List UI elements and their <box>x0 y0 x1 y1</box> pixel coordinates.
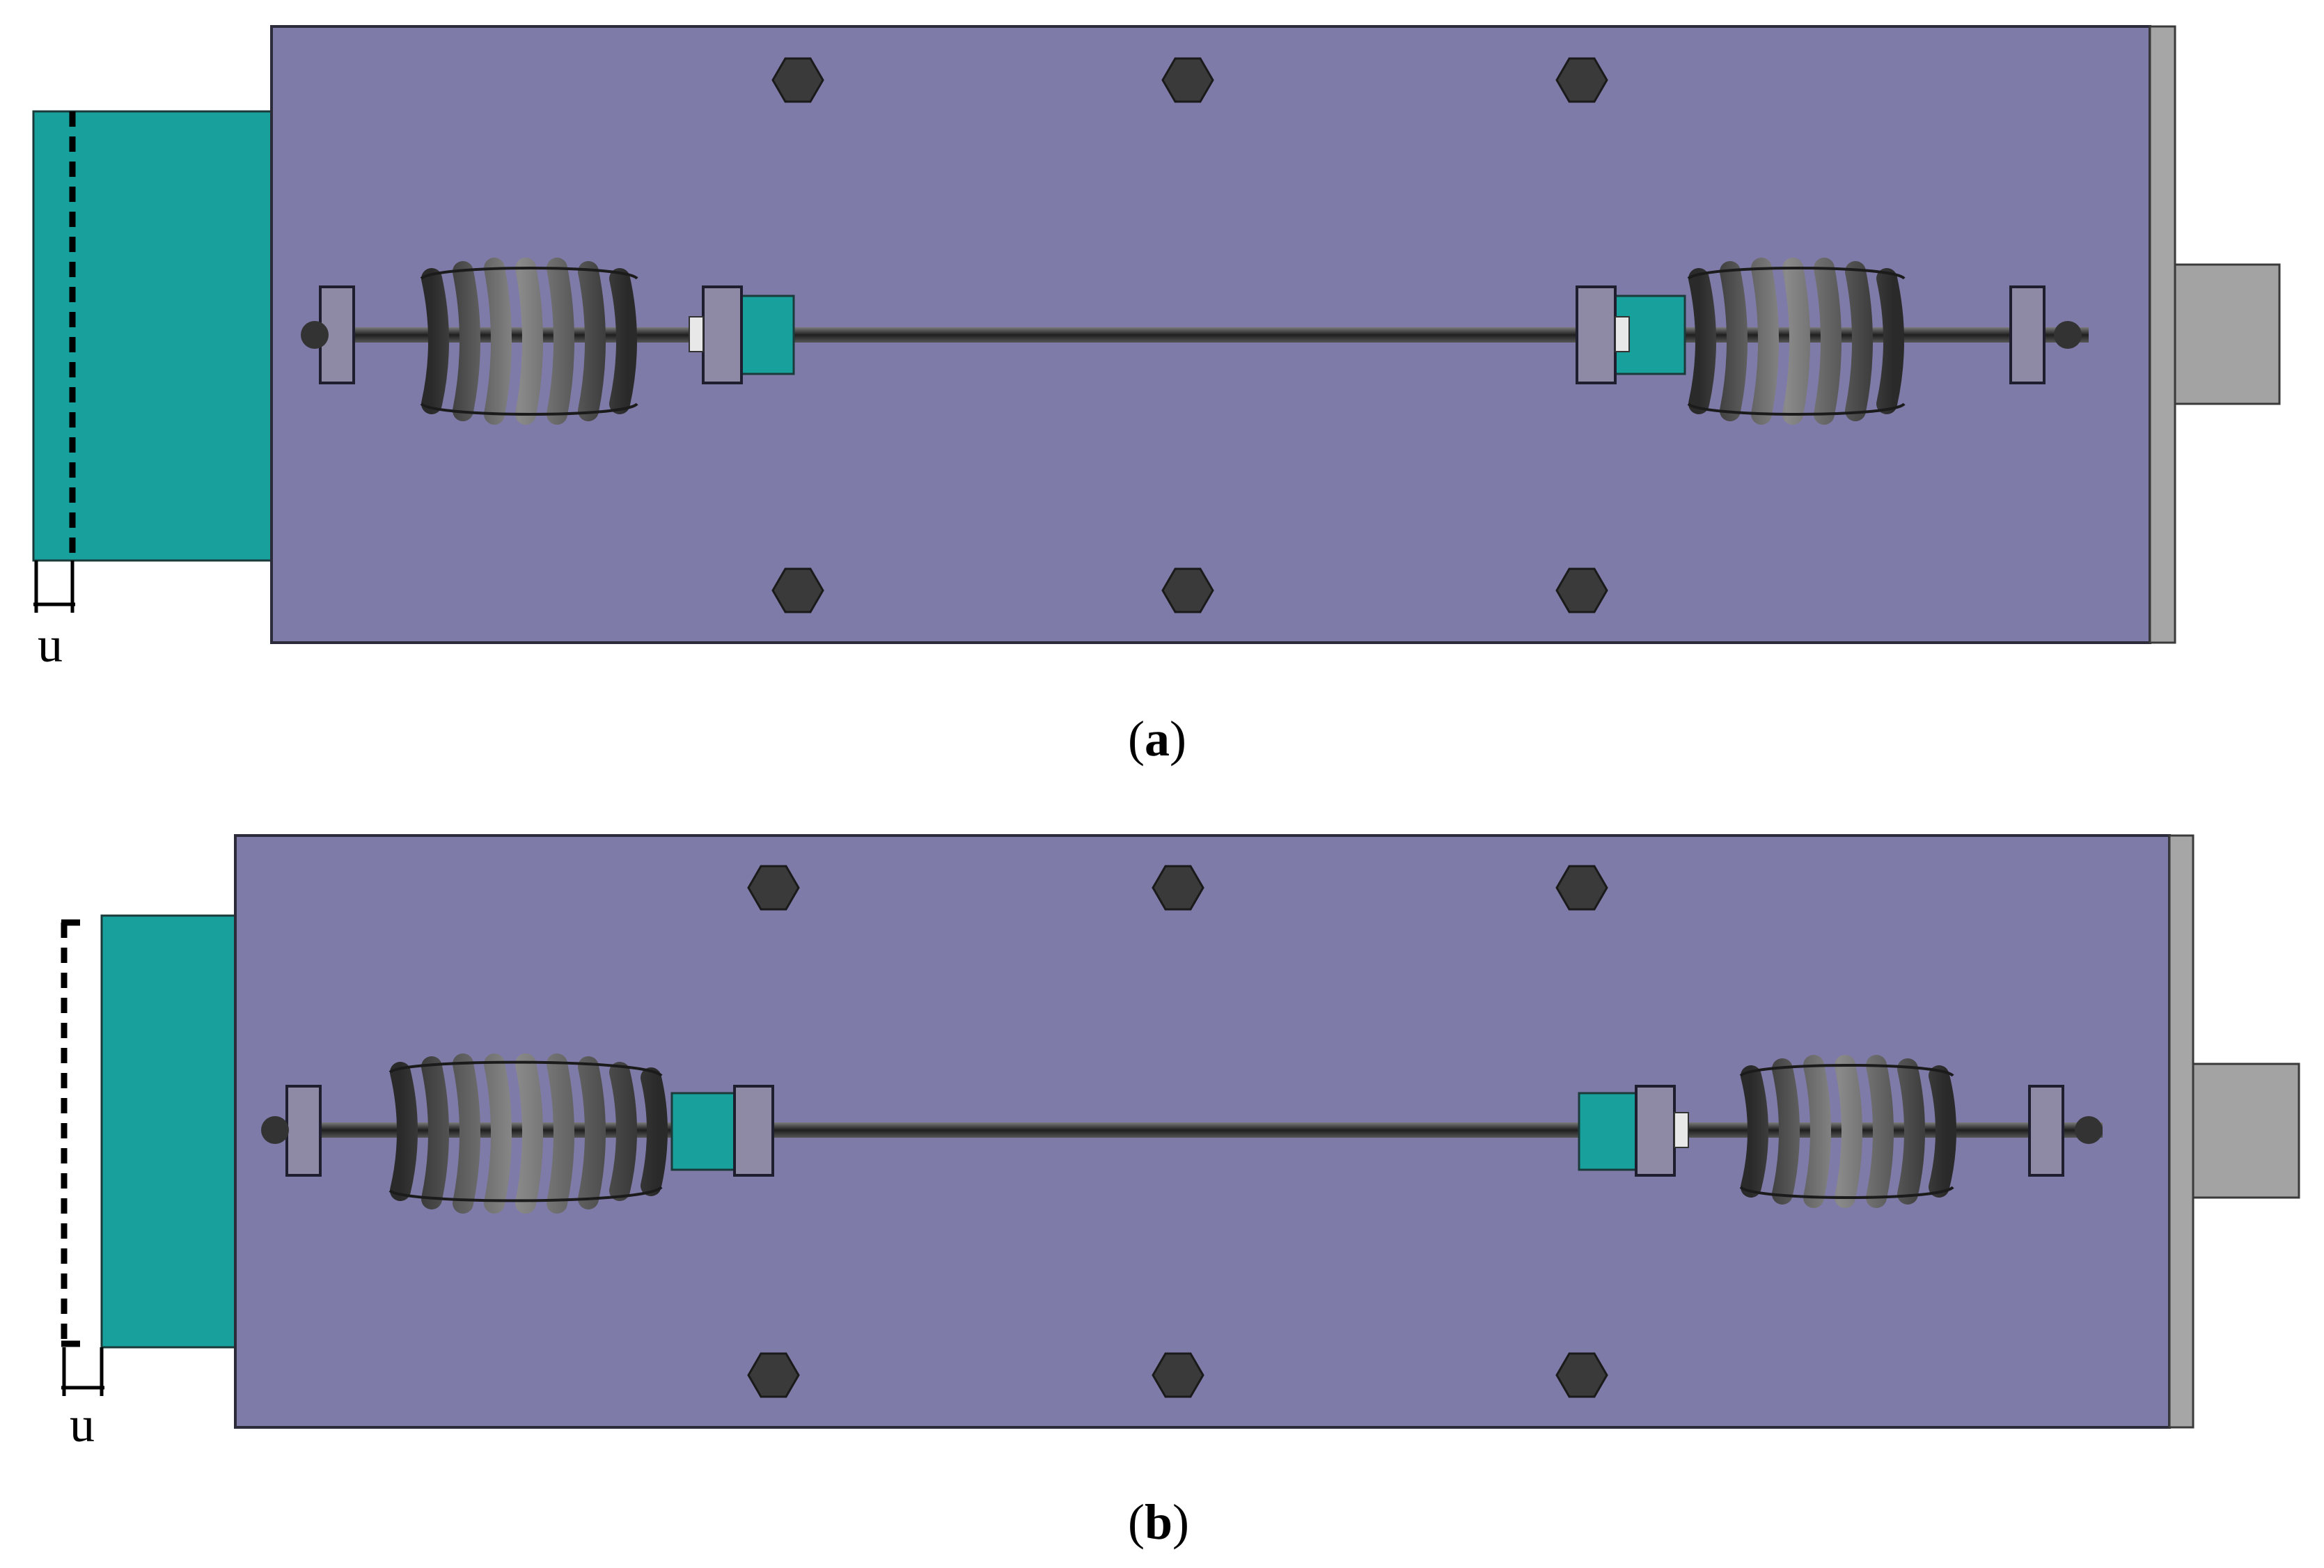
nut-icon <box>1635 1085 1676 1177</box>
hexagon-bolt-icon <box>1161 57 1214 103</box>
hexagon-bolt-icon <box>1152 865 1204 911</box>
bolt-row-top <box>747 865 1608 911</box>
nut-icon <box>2009 285 2046 384</box>
caption-a: (a) <box>1128 711 1186 767</box>
hexagon-bolt-icon <box>747 865 800 911</box>
bolt-row-bottom <box>771 567 1608 613</box>
hexagon-bolt-icon <box>1555 1352 1608 1398</box>
coil-spring-icon <box>421 258 637 425</box>
end-plate <box>2168 834 2195 1429</box>
panel-b <box>61 834 2300 1429</box>
slider-lug <box>670 1092 743 1171</box>
hexagon-bolt-icon <box>1161 567 1214 613</box>
bolt-row-bottom <box>747 1352 1608 1398</box>
caption-letter-b: b <box>1144 1494 1173 1550</box>
hexagon-bolt-icon <box>1555 567 1608 613</box>
reference-dashed-bracket <box>61 919 80 1347</box>
displacement-bracket <box>33 560 75 613</box>
slider-block <box>32 110 275 562</box>
nut-icon <box>2028 1085 2064 1177</box>
nut-icon <box>702 285 743 384</box>
hexagon-bolt-icon <box>1152 1352 1204 1398</box>
hexagon-bolt-icon <box>1555 57 1608 103</box>
nut-icon <box>733 1085 774 1177</box>
coil-spring-icon <box>1688 258 1904 425</box>
coil-spring-icon <box>390 1053 668 1214</box>
displacement-label-b: u <box>70 1397 95 1452</box>
end-block <box>2192 1063 2300 1199</box>
displacement-bracket <box>61 1347 104 1396</box>
nut-icon <box>285 1085 322 1177</box>
slider-block <box>100 914 239 1349</box>
hexagon-bolt-icon <box>747 1352 800 1398</box>
displacement-label-a: u <box>38 617 63 673</box>
end-block <box>2174 263 2281 405</box>
caption-b: (b) <box>1128 1494 1190 1550</box>
bolt-row-top <box>771 57 1608 103</box>
hexagon-bolt-icon <box>1555 865 1608 911</box>
hexagon-bolt-icon <box>771 567 824 613</box>
coil-spring-icon <box>1741 1055 1956 1208</box>
nut-icon <box>1576 285 1617 384</box>
end-plate <box>2149 25 2176 644</box>
caption-letter-a: a <box>1144 711 1170 767</box>
hexagon-bolt-icon <box>771 57 824 103</box>
panel-a <box>32 25 2281 644</box>
